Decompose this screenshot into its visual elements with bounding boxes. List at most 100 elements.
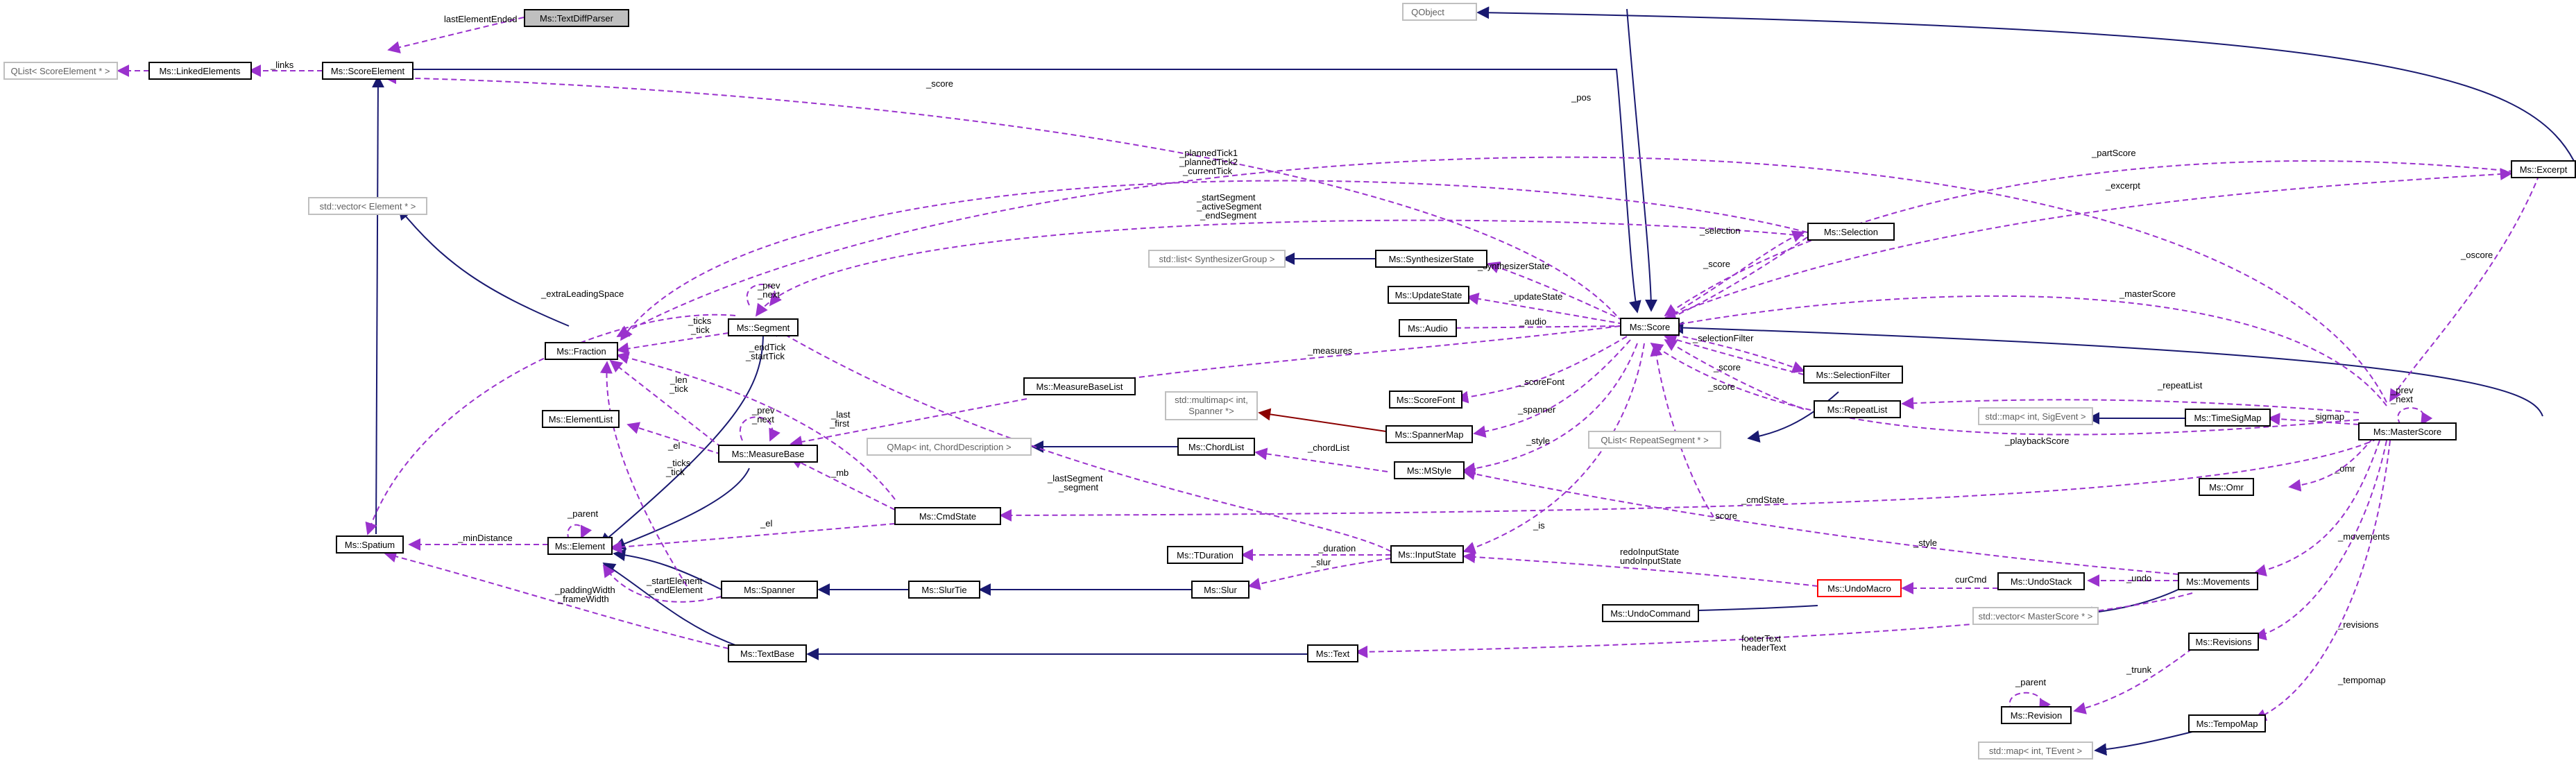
node-vector-element[interactable]: std::vector< Element * > bbox=[308, 197, 427, 215]
node-excerpt[interactable]: Ms::Excerpt bbox=[2511, 160, 2576, 178]
label-el-cmd: _el bbox=[760, 518, 772, 529]
label-frame-width: _frameWidth bbox=[557, 594, 609, 604]
node-text-diff-parser[interactable]: Ms::TextDiffParser bbox=[524, 9, 629, 27]
node-score-font[interactable]: Ms::ScoreFont bbox=[1389, 391, 1462, 409]
node-text-base[interactable]: Ms::TextBase bbox=[728, 644, 807, 662]
edge-revisions bbox=[2253, 440, 2387, 641]
node-cmd-state[interactable]: Ms::CmdState bbox=[894, 507, 1001, 525]
node-input-state[interactable]: Ms::InputState bbox=[1390, 545, 1464, 563]
node-qobject[interactable]: QObject bbox=[1402, 3, 1477, 21]
node-slur[interactable]: Ms::Slur bbox=[1191, 581, 1249, 599]
edge-excerpt-to-qobject bbox=[1476, 6, 2575, 162]
node-spanner[interactable]: Ms::Spanner bbox=[721, 581, 818, 599]
node-audio[interactable]: Ms::Audio bbox=[1399, 319, 1457, 337]
edge-endtick bbox=[616, 352, 896, 500]
label-planned-tick-1: _plannedTick1 bbox=[1179, 148, 1238, 158]
node-segment[interactable]: Ms::Segment bbox=[728, 318, 799, 336]
node-tduration[interactable]: Ms::TDuration bbox=[1167, 546, 1243, 564]
label-last-element-ended: lastElementEnded bbox=[444, 14, 518, 24]
node-revisions[interactable]: Ms::Revisions bbox=[2188, 633, 2259, 651]
node-spanner-map[interactable]: Ms::SpannerMap bbox=[1385, 425, 1473, 443]
edge-measurebase-to-element bbox=[613, 468, 750, 550]
node-vector-master-score[interactable]: std::vector< MasterScore * > bbox=[1972, 607, 2099, 625]
edge-spannermap-to-multimap bbox=[1258, 408, 1387, 432]
label-sigmap: _sigmap bbox=[2310, 411, 2344, 422]
node-chord-list[interactable]: Ms::ChordList bbox=[1177, 438, 1255, 456]
label-start-tick: _startTick bbox=[745, 351, 785, 361]
node-measure-base-list[interactable]: Ms::MeasureBaseList bbox=[1023, 377, 1136, 395]
node-time-sig-map[interactable]: Ms::TimeSigMap bbox=[2185, 409, 2271, 427]
edge-elementlist-to-vector bbox=[398, 207, 570, 327]
node-text[interactable]: Ms::Text bbox=[1307, 644, 1358, 662]
node-qmap-chord-description[interactable]: QMap< int, ChordDescription > bbox=[867, 438, 1032, 456]
label-ticks-seg: _ticks bbox=[688, 316, 712, 326]
edge-element-parent bbox=[567, 524, 592, 540]
node-undo-macro[interactable]: Ms::UndoMacro bbox=[1817, 579, 1902, 597]
edge-score-rl bbox=[1664, 339, 1805, 410]
label-synthesizer-state: _synthesizerState bbox=[1477, 261, 1549, 271]
svg-text:QList< RepeatSegment * >: QList< RepeatSegment * > bbox=[1601, 435, 1708, 445]
edge-masterscore bbox=[1667, 295, 2387, 406]
node-qlist-repeat-segment[interactable]: QList< RepeatSegment * > bbox=[1588, 431, 1721, 449]
node-revision[interactable]: Ms::Revision bbox=[2001, 706, 2072, 724]
node-element[interactable]: Ms::Element bbox=[547, 537, 613, 555]
svg-text:Ms::SpannerMap: Ms::SpannerMap bbox=[1395, 429, 1464, 440]
label-pos: _pos bbox=[1571, 92, 1592, 103]
edge-synthesizerstate bbox=[1487, 262, 1624, 321]
node-master-score[interactable]: Ms::MasterScore bbox=[2358, 422, 2457, 440]
edge-chordlist bbox=[1254, 447, 1388, 472]
label-footer-text: footerText bbox=[1741, 633, 1781, 644]
edge-spanner bbox=[1473, 339, 1631, 438]
edge-extraleadingspace bbox=[365, 314, 736, 535]
node-movements[interactable]: Ms::Movements bbox=[2178, 572, 2258, 590]
label-playback-score: _playbackScore bbox=[2004, 436, 2070, 446]
node-map-tevent[interactable]: std::map< int, TEvent > bbox=[1978, 741, 2093, 760]
label-score-cs: _score bbox=[1709, 511, 1737, 521]
node-list-synth-group[interactable]: std::list< SynthesizerGroup > bbox=[1148, 250, 1286, 268]
edge-last-first bbox=[790, 398, 1027, 448]
node-element-list[interactable]: Ms::ElementList bbox=[542, 410, 620, 428]
edge-excerpt bbox=[1664, 168, 2513, 318]
svg-text:Ms::Score: Ms::Score bbox=[1630, 322, 1671, 332]
node-map-sig-event[interactable]: std::map< int, SigEvent > bbox=[1978, 407, 2093, 425]
node-update-state[interactable]: Ms::UpdateState bbox=[1388, 286, 1469, 304]
usage-edges bbox=[117, 17, 2540, 721]
node-tempo-map[interactable]: Ms::TempoMap bbox=[2188, 714, 2266, 732]
node-linked-elements[interactable]: Ms::LinkedElements bbox=[148, 62, 252, 80]
label-tempomap: _tempomap bbox=[2337, 675, 2386, 685]
node-spatium[interactable]: Ms::Spatium bbox=[336, 535, 404, 554]
edge-style-score bbox=[1462, 343, 1638, 475]
svg-text:QMap< int, ChordDescription >: QMap< int, ChordDescription > bbox=[887, 442, 1011, 452]
node-selection-filter[interactable]: Ms::SelectionFilter bbox=[1803, 366, 1903, 384]
node-selection[interactable]: Ms::Selection bbox=[1807, 223, 1895, 241]
edge-score-cmdstate bbox=[1650, 343, 1714, 517]
svg-text:Ms::MStyle: Ms::MStyle bbox=[1407, 465, 1451, 476]
edge-score-to-qobject bbox=[1626, 8, 1657, 312]
edge-lastelementended bbox=[387, 17, 524, 53]
svg-text:std::vector< MasterScore * >: std::vector< MasterScore * > bbox=[1979, 611, 2093, 621]
label-mb: _mb bbox=[830, 468, 848, 478]
node-fraction[interactable]: Ms::Fraction bbox=[545, 342, 618, 360]
edge-masterscore-to-score bbox=[1671, 321, 2543, 417]
label-cur-cmd: curCmd bbox=[1955, 574, 1987, 585]
svg-text:Ms::Revision: Ms::Revision bbox=[2011, 710, 2062, 721]
edge-element-to-scoreelement bbox=[371, 75, 384, 535]
node-measure-base[interactable]: Ms::MeasureBase bbox=[718, 445, 818, 463]
label-current-tick: _currentTick bbox=[1182, 166, 1233, 176]
label-prev-ms: _prev bbox=[2390, 385, 2414, 395]
label-parent-rev: _parent bbox=[2015, 677, 2046, 687]
label-active-segment: _activeSegment bbox=[1196, 201, 1262, 212]
node-multimap-spanner[interactable]: std::multimap< int, Spanner *> bbox=[1165, 391, 1258, 420]
node-repeat-list[interactable]: Ms::RepeatList bbox=[1814, 400, 1901, 418]
label-tick-mb: _tick bbox=[669, 384, 688, 394]
node-undo-stack[interactable]: Ms::UndoStack bbox=[1997, 572, 2085, 590]
node-qlist-score-element[interactable]: QList< ScoreElement * > bbox=[3, 62, 118, 80]
node-score-element[interactable]: Ms::ScoreElement bbox=[322, 62, 413, 80]
node-mstyle[interactable]: Ms::MStyle bbox=[1394, 461, 1465, 479]
label-score: _score bbox=[926, 78, 953, 89]
node-score[interactable]: Ms::Score bbox=[1620, 318, 1680, 336]
node-undo-command[interactable]: Ms::UndoCommand bbox=[1602, 604, 1699, 622]
node-slur-tie[interactable]: Ms::SlurTie bbox=[908, 581, 980, 599]
node-synthesizer-state[interactable]: Ms::SynthesizerState bbox=[1375, 250, 1487, 268]
node-omr[interactable]: Ms::Omr bbox=[2199, 478, 2254, 496]
